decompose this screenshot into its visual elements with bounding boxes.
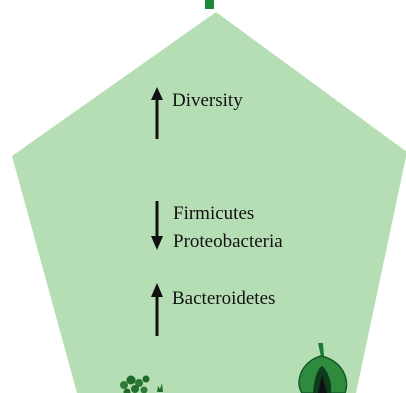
stem-icon — [205, 0, 214, 9]
proteobacteria-label: Proteobacteria — [173, 231, 283, 252]
firmicutes-label: Firmicutes — [173, 203, 254, 224]
bacteroidetes-label: Bacteroidetes — [172, 288, 275, 309]
diversity-label: Diversity — [172, 90, 243, 111]
